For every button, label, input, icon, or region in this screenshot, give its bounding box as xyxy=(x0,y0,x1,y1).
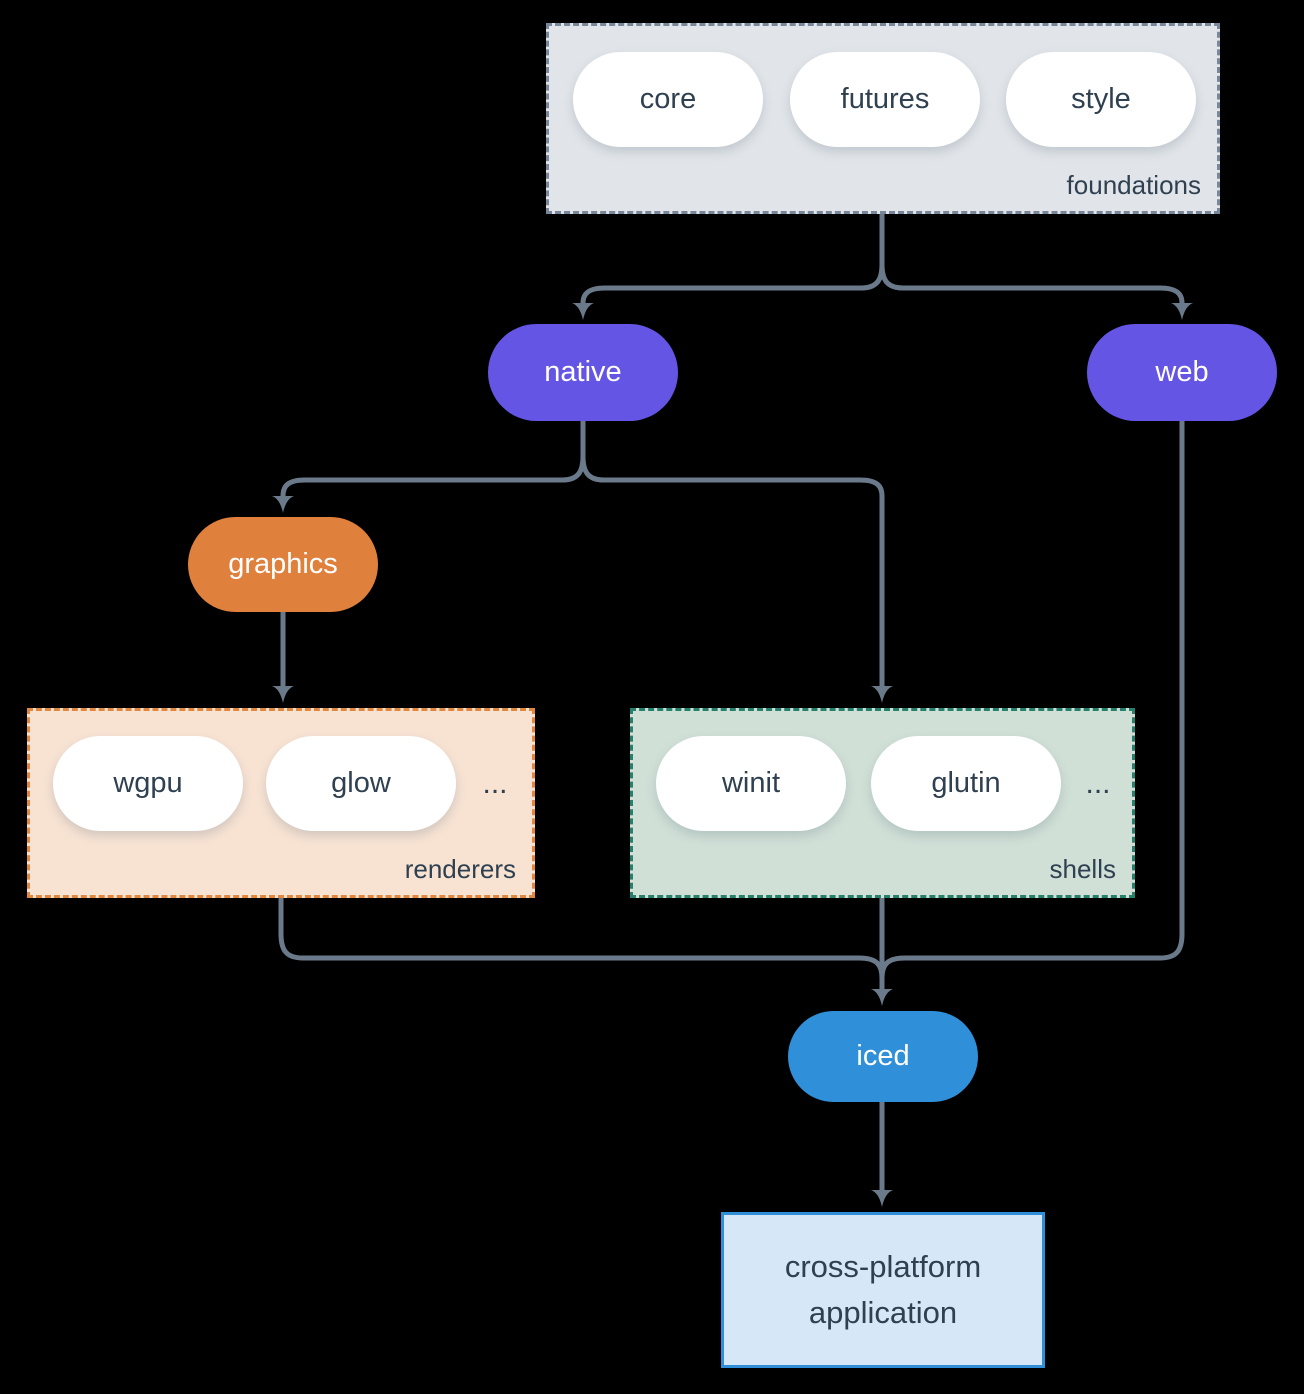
iced-node: iced xyxy=(788,1011,978,1102)
pill-core: core xyxy=(573,52,763,147)
arrowhead-web xyxy=(1171,303,1193,320)
pill-wgpu: wgpu xyxy=(53,736,243,831)
web-node: web xyxy=(1087,324,1277,421)
application-label-line2: application xyxy=(808,1295,958,1330)
shells-group: winit glutin ... shells xyxy=(630,708,1135,898)
renderers-group: wgpu glow ... renderers xyxy=(27,708,535,898)
arrowhead-graphics xyxy=(272,496,294,513)
native-node: native xyxy=(488,324,678,421)
renderers-label: renderers xyxy=(404,854,516,884)
shells-ellipsis: ... xyxy=(1085,766,1111,800)
graphics-node: graphics xyxy=(188,517,378,612)
pill-glow: glow xyxy=(266,736,456,831)
arrow-native-to-shells xyxy=(580,455,885,686)
application-node: cross-platform application xyxy=(721,1212,1045,1368)
arrow-foundations-to-web xyxy=(879,263,1185,304)
arrowhead-native xyxy=(572,303,594,320)
arrowhead-iced xyxy=(871,989,893,1006)
arrowhead-application xyxy=(871,1190,893,1207)
arrowhead-renderers xyxy=(272,686,294,703)
foundations-group: core futures style foundations xyxy=(546,23,1220,214)
pill-glutin: glutin xyxy=(871,736,1061,831)
application-label-line1: cross-platform xyxy=(784,1248,982,1284)
arrow-web-to-iced xyxy=(879,421,1185,989)
pill-style: style xyxy=(1006,52,1196,147)
renderers-ellipsis: ... xyxy=(482,766,508,800)
arrow-renderers-to-iced xyxy=(278,898,885,989)
pill-futures: futures xyxy=(790,52,980,147)
arrow-native-to-graphics xyxy=(280,421,586,497)
arrowhead-shells xyxy=(871,686,893,703)
arrow-foundations-to-native xyxy=(580,214,885,304)
shells-label: shells xyxy=(1049,854,1116,884)
foundations-label: foundations xyxy=(1066,170,1201,200)
pill-winit: winit xyxy=(656,736,846,831)
